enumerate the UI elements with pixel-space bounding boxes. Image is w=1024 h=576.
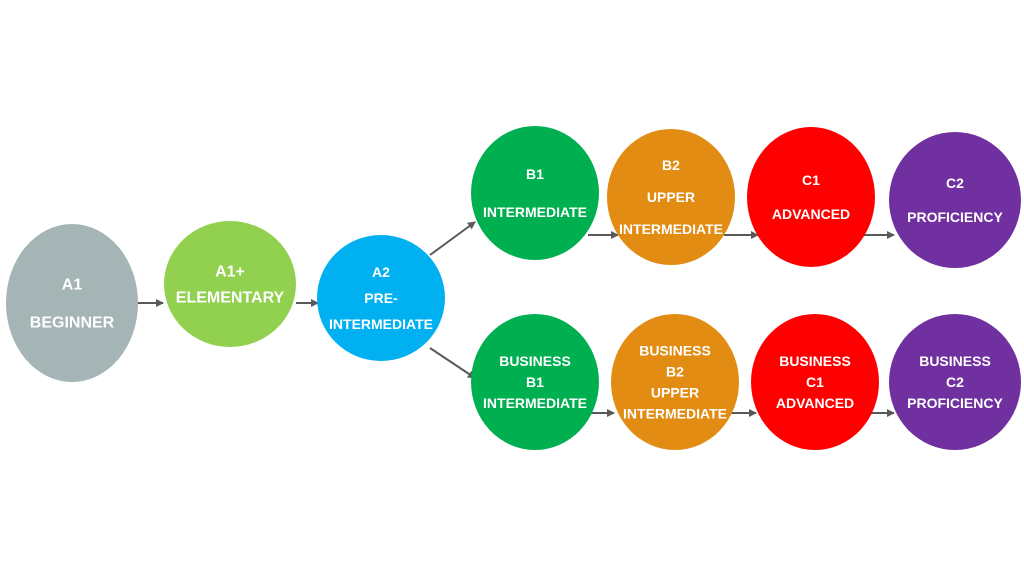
level-label-bc2-line-1: C2 [946,374,964,390]
level-circle-b1 [471,126,599,260]
level-label-a2-line-0: A2 [372,264,390,280]
level-circle-bb2 [611,314,739,450]
level-node-a1plus: A1+ ELEMENTARY [164,221,296,347]
level-label-bc1-line-0: BUSINESS [779,353,851,369]
level-label-bb2-line-0: BUSINESS [639,342,711,358]
level-label-bb2-line-1: B2 [666,363,684,379]
level-circle-bc1 [751,314,879,450]
level-label-bb2-line-3: INTERMEDIATE [623,405,727,421]
level-label-a1plus-line-0: A1+ [215,264,245,281]
arrow-a2-to-b1 [429,221,476,256]
level-circle-c1 [747,127,875,267]
level-circle-b2 [607,129,735,265]
level-label-b1-line-1: INTERMEDIATE [483,204,587,220]
level-label-b2-line-1: UPPER [647,189,695,205]
level-label-bb1-line-2: INTERMEDIATE [483,395,587,411]
level-circle-bb1 [471,314,599,450]
level-label-b2-line-0: B2 [662,157,680,173]
level-circle-bc2 [889,314,1021,450]
level-label-bc1-line-2: ADVANCED [776,395,854,411]
level-label-bc1-line-1: C1 [806,374,824,390]
level-label-bb1-line-1: B1 [526,374,544,390]
level-circle-c2 [889,132,1021,268]
level-circle-a2 [317,235,445,361]
level-circle-a1 [6,224,138,382]
level-label-b2-line-2: INTERMEDIATE [619,221,723,237]
level-label-a1plus-line-1: ELEMENTARY [176,290,285,307]
arrow-a2-to-bb1 [429,347,476,379]
level-label-a2-line-1: PRE- [364,290,398,306]
level-label-b1-line-0: B1 [526,166,544,182]
level-circle-a1plus [164,221,296,347]
level-label-c1-line-1: ADVANCED [772,206,850,222]
level-label-bc2-line-0: BUSINESS [919,353,991,369]
level-label-c2-line-0: C2 [946,175,964,191]
level-label-bc2-line-2: PROFICIENCY [907,395,1003,411]
level-label-bb1-line-0: BUSINESS [499,353,571,369]
level-label-c1-line-0: C1 [802,172,820,188]
level-label-bb2-line-2: UPPER [651,384,699,400]
level-label-a2-line-2: INTERMEDIATE [329,316,433,332]
level-label-a1-line-1: BEGINNER [30,315,115,332]
level-label-a1-line-0: A1 [62,277,83,294]
connector-arrows [131,221,895,417]
level-label-c2-line-1: PROFICIENCY [907,209,1003,225]
